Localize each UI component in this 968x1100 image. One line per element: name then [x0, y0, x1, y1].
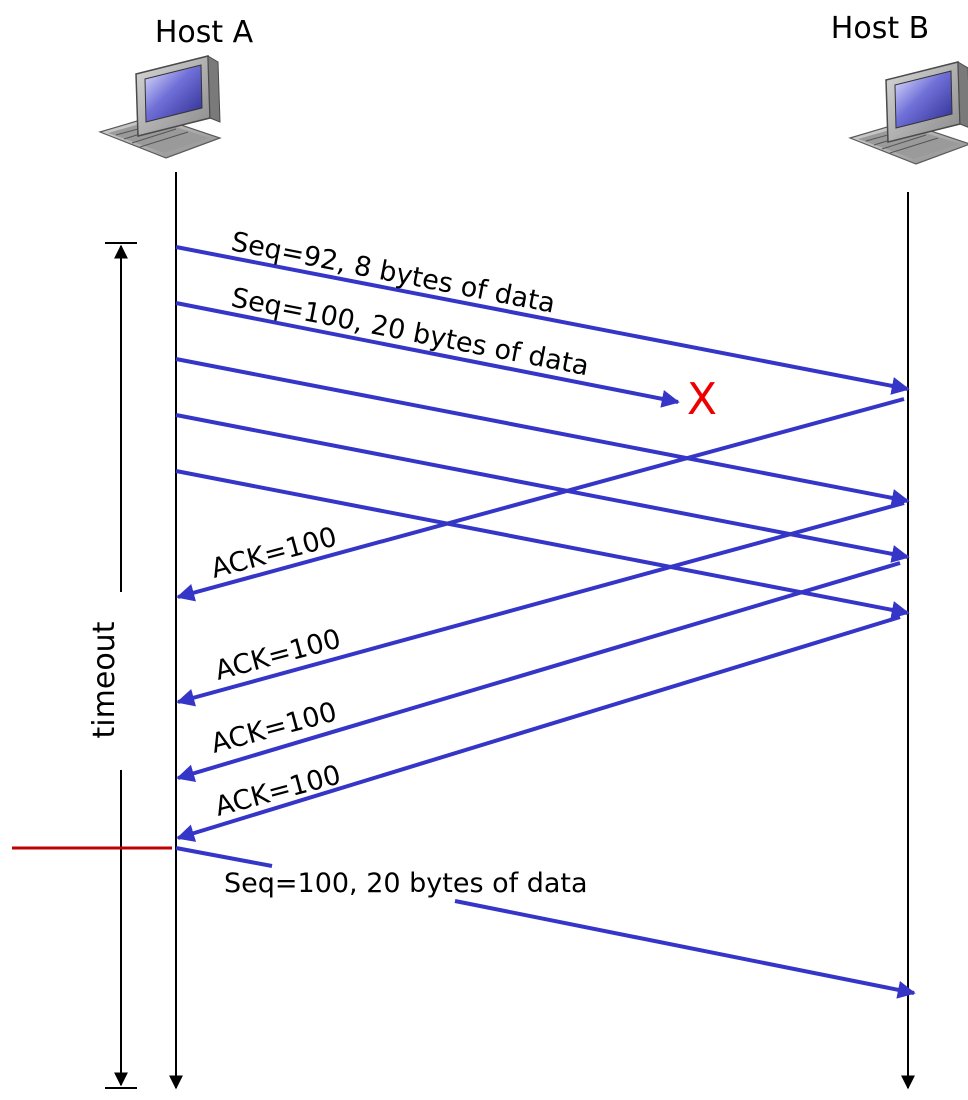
host-a-label: Host A: [155, 15, 254, 50]
ack-1-label: ACK=100: [208, 522, 340, 585]
ack-2-arrow: [176, 501, 905, 707]
ack-2-label: ACK=100: [212, 624, 344, 687]
retransmit-label: Seq=100, 20 bytes of data: [224, 868, 588, 899]
host-b-label: Host B: [831, 11, 929, 46]
segment-seq100-lost-arrow: [175, 301, 680, 408]
retransmit-arrow-start: [175, 846, 273, 868]
host-a-computer-icon: [99, 55, 221, 159]
host-b-computer-icon: [849, 61, 968, 165]
retransmit-arrow: [454, 899, 916, 999]
timeout-label: timeout: [87, 621, 122, 738]
ack-3-arrow: [176, 561, 901, 783]
segment-seq92-arrow: [175, 245, 910, 395]
ack-4-label: ACK=100: [212, 760, 344, 823]
segment-5-arrow: [175, 469, 910, 619]
segment-3-arrow: [175, 357, 910, 507]
ack-1-arrow: [176, 397, 905, 602]
ack-4-arrow: [176, 615, 901, 842]
segment-lost-marker: X: [687, 374, 717, 425]
